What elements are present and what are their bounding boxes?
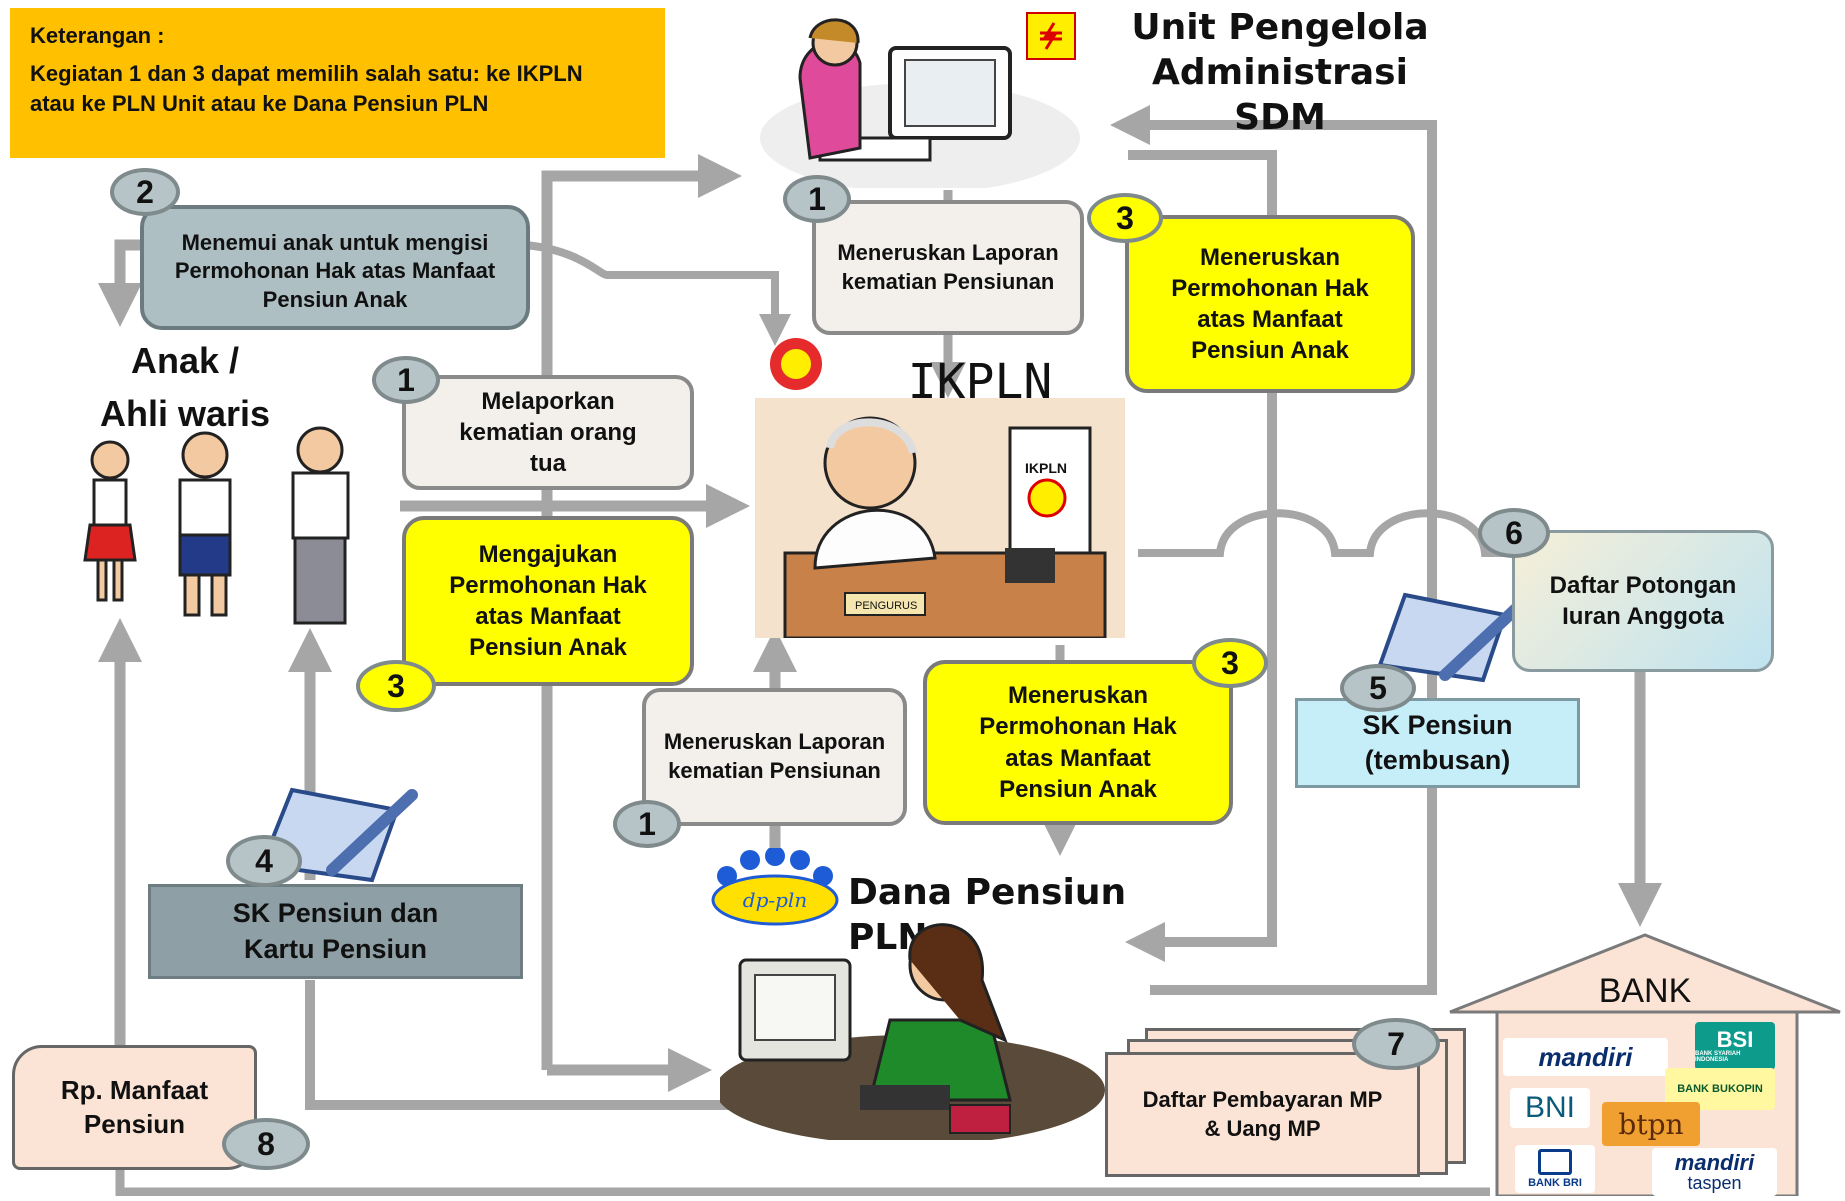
bank-mandiri-text: mandiri [1538, 1041, 1633, 1072]
arrow-ikpln-to-daftar [1138, 509, 1512, 557]
bank-logo-mandiri-taspen: mandiri taspen [1652, 1148, 1777, 1196]
arrow-dp-to-sdm [1110, 105, 1437, 995]
step7-badge: 7 [1352, 1018, 1440, 1070]
bank-logo-btpn: btpn [1602, 1102, 1700, 1146]
legend-text: Kegiatan 1 dan 3 dapat memilih salah sat… [30, 60, 583, 117]
step3-dp-text: Meneruskan Permohonan Hak atas Manfaat P… [979, 682, 1177, 803]
step3-sdm-text: Meneruskan Permohonan Hak atas Manfaat P… [1171, 243, 1369, 365]
step3-badge-dp: 3 [1192, 638, 1268, 688]
unit-sdm-title: Unit Pengelola Administrasi SDM [1131, 7, 1429, 138]
arrow-sk-to-anak [305, 980, 740, 1110]
bank-logo-bsi: BSI BANK SYARIAH INDONESIA [1695, 1022, 1775, 1070]
ahli-waris-line2: Ahli waris [99, 393, 271, 434]
pln-logo-top [1026, 12, 1076, 60]
arrow-bank-bottom-line [115, 1170, 1490, 1196]
step4-text: SK Pensiun dan Kartu Pensiun [232, 898, 439, 964]
step3-box-sdm: Meneruskan Permohonan Hak atas Manfaat P… [1125, 215, 1415, 393]
step3-badge-anak: 3 [356, 660, 436, 712]
bank-bri-text: BANK BRI [1528, 1177, 1582, 1189]
step2-badge: 2 [110, 168, 180, 216]
ahli-waris-line1: Anak / [130, 340, 240, 381]
step1-badge-anak: 1 [372, 356, 440, 404]
step6-badge: 6 [1478, 508, 1550, 558]
ikpln-illustration: PENGURUS IKPLN [755, 398, 1125, 640]
bank-taspen-text: taspen [1687, 1173, 1742, 1193]
arrow-to-unit-sdm [541, 154, 742, 1070]
step1-badge-dp: 1 [613, 800, 681, 848]
pengurus-plate: PENGURUS [855, 600, 917, 612]
step3-box-anak: Mengajukan Permohonan Hak atas Manfaat P… [402, 516, 694, 686]
step1-box-anak: Melaporkan kematian orang tua [402, 375, 694, 490]
dp-pln-text: dp-pln [743, 888, 807, 912]
bank-btpn-text: btpn [1618, 1107, 1684, 1141]
step1-sdm-text: Meneruskan Laporan kematian Pensiunan [837, 239, 1059, 294]
step6-text: Daftar Potongan Iuran Anggota [1549, 571, 1737, 630]
step5-box: SK Pensiun (tembusan) [1295, 698, 1580, 788]
legend-title: Keterangan : [30, 23, 165, 48]
step1-box-sdm: Meneruskan Laporan kematian Pensiunan [812, 200, 1084, 335]
dana-pensiun-title: Dana Pensiun PLN [848, 872, 1127, 958]
arrow-box2-to-anak [98, 239, 148, 327]
bank-logo-bri: BANK BRI [1515, 1145, 1595, 1193]
step1-badge-sdm: 1 [783, 175, 851, 223]
step5-text: SK Pensiun (tembusan) [1362, 709, 1513, 775]
step4-badge: 4 [226, 835, 302, 887]
step3-anak-text: Mengajukan Permohonan Hak atas Manfaat P… [449, 540, 647, 662]
step8-badge: 8 [222, 1118, 310, 1170]
step1-dp-text: Meneruskan Laporan kematian Pensiunan [663, 729, 886, 783]
ikpln-logo [770, 338, 822, 390]
bank-mandiri-taspen-text: mandiri [1674, 1150, 1755, 1175]
ikpln-sign: IKPLN [1025, 460, 1067, 476]
bank-title: BANK [1598, 972, 1692, 1010]
bank-logo-bni: BNI [1510, 1088, 1590, 1128]
bank-bukopin-text: BANK BUKOPIN [1677, 1083, 1763, 1095]
document-icon-sk [1375, 590, 1535, 690]
unit-sdm-illustration [740, 8, 1080, 193]
bank-bsi-sub: BANK SYARIAH INDONESIA [1695, 1051, 1741, 1063]
bank-bni-text: BNI [1524, 1091, 1575, 1124]
step6-box: Daftar Potongan Iuran Anggota [1512, 530, 1774, 672]
dp-pln-logo: dp-pln [705, 846, 845, 928]
step5-badge: 5 [1340, 664, 1416, 712]
arrow-sdm-loop [1125, 150, 1277, 962]
step7-text: Daftar Pembayaran MP & Uang MP [1142, 1086, 1383, 1141]
step4-box: SK Pensiun dan Kartu Pensiun [148, 884, 523, 979]
legend-box: Keterangan : Kegiatan 1 dan 3 dapat memi… [10, 8, 665, 158]
ahli-waris-title: Anak / Ahli waris [80, 338, 290, 436]
step3-badge-sdm: 3 [1087, 193, 1163, 243]
step8-box: Rp. Manfaat Pensiun [12, 1045, 257, 1170]
step3-box-dp: Meneruskan Permohonan Hak atas Manfaat P… [923, 660, 1233, 825]
bank-logo-mandiri: mandiri [1503, 1038, 1668, 1076]
step1-anak-text: Melaporkan kematian orang tua [459, 387, 637, 478]
bank-bsi-text: BSI [1716, 1027, 1754, 1052]
dana-pensiun-illustration [715, 900, 1120, 1145]
step8-text: Rp. Manfaat Pensiun [60, 1074, 209, 1139]
arrow-box2-to-ikpln [524, 241, 791, 346]
step2-text: Menemui anak untuk mengisi Permohonan Ha… [174, 229, 496, 312]
step2-box: Menemui anak untuk mengisi Permohonan Ha… [140, 205, 530, 330]
step7-box: Daftar Pembayaran MP & Uang MP [1105, 1052, 1420, 1177]
step1-box-dp: Meneruskan Laporan kematian Pensiunan [642, 688, 907, 826]
children-illustration [80, 425, 380, 625]
